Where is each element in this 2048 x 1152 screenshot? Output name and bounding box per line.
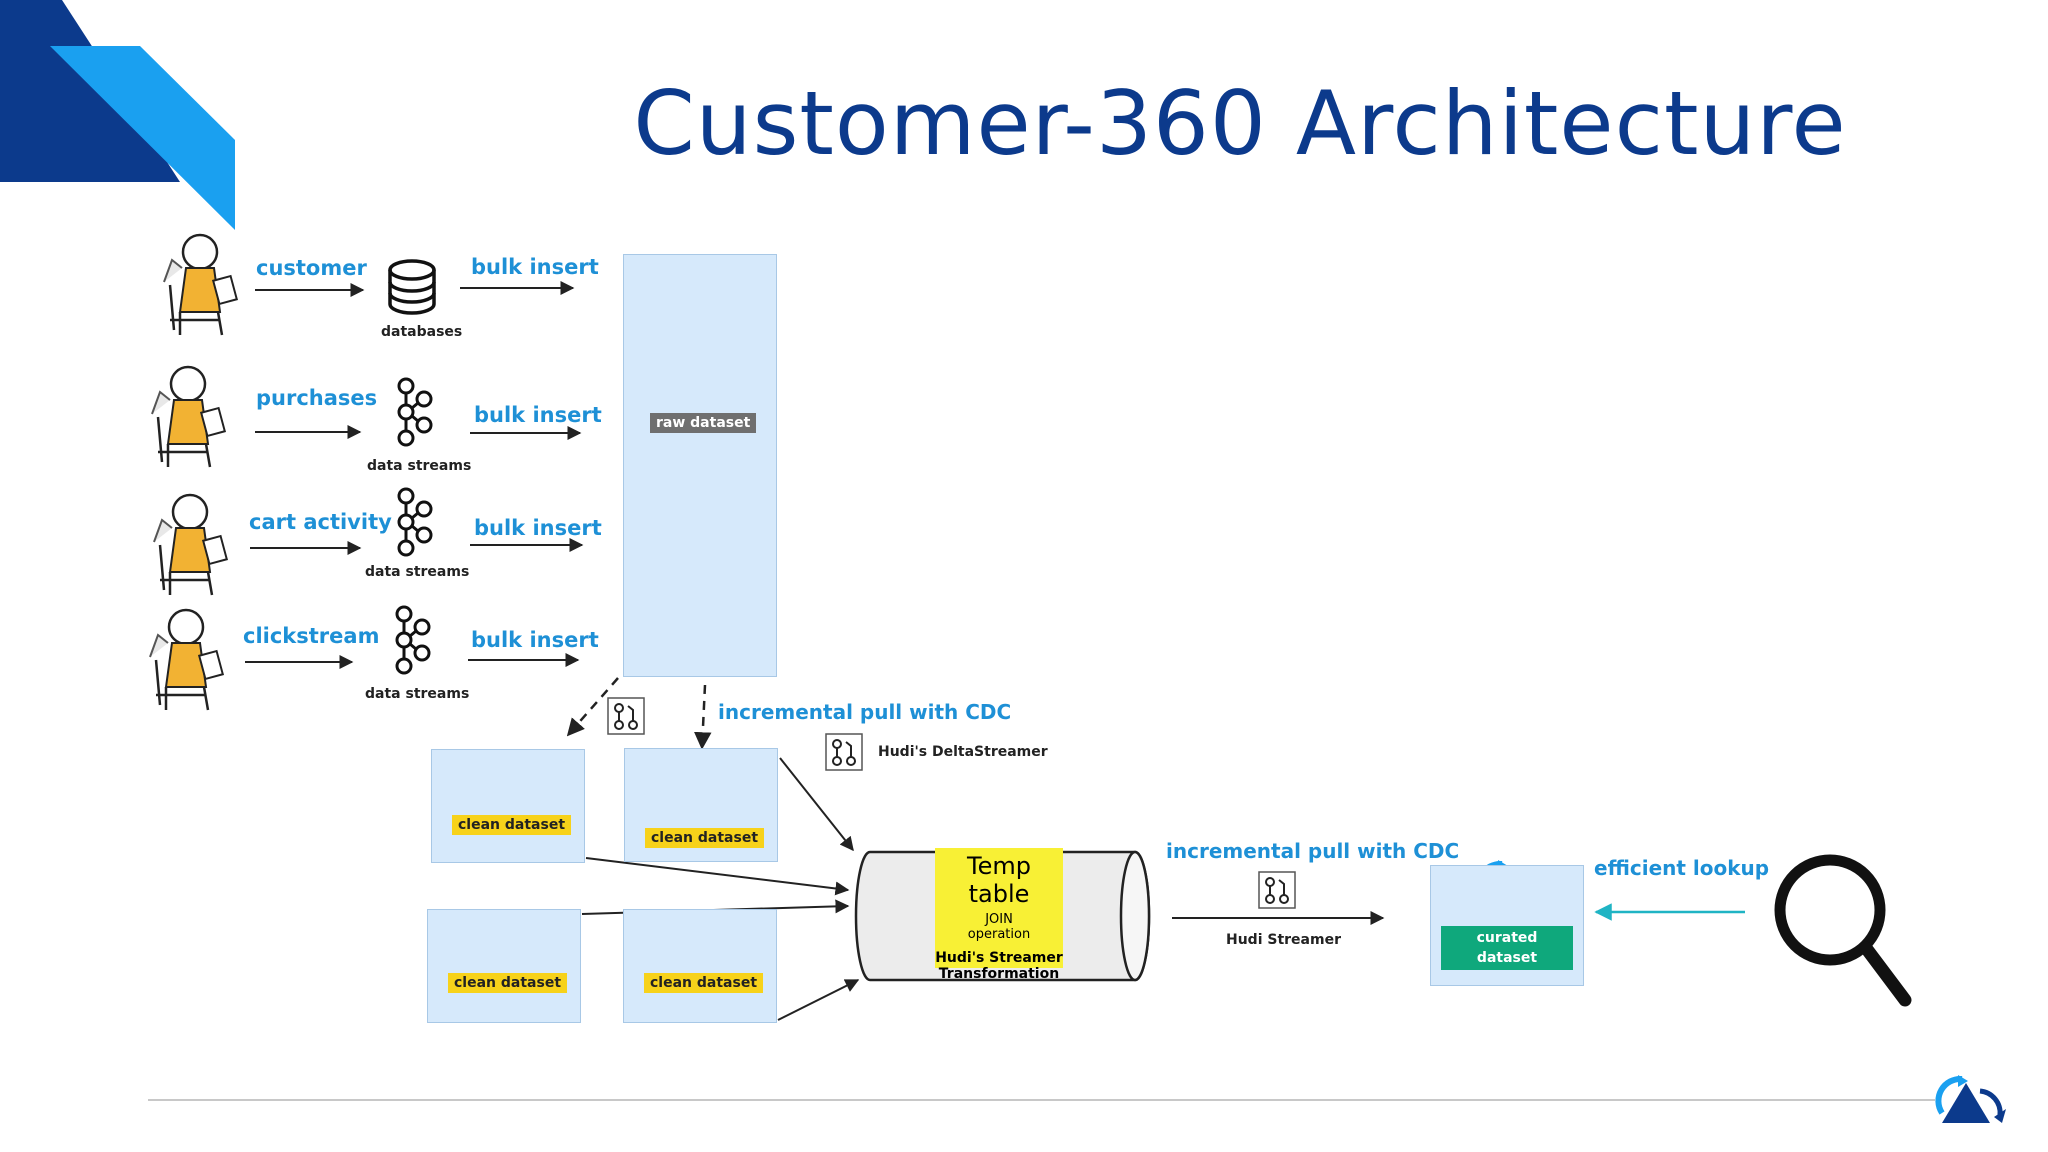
sink-label-data-streams: data streams: [367, 458, 472, 474]
clean-dataset-label: clean dataset: [448, 973, 568, 993]
user-icon: [152, 493, 229, 597]
efficient-lookup-label: efficient lookup: [1594, 856, 1770, 880]
page-title: Customer-360 Architecture: [633, 72, 1847, 175]
git-pull-icon: [607, 697, 645, 735]
git-pull-icon: [1258, 871, 1296, 909]
bulk-insert-label: bulk insert: [471, 628, 599, 652]
bulk-insert-label: bulk insert: [474, 403, 602, 427]
raw-dataset-label: raw dataset: [650, 413, 757, 433]
sink-label-databases: databases: [381, 324, 463, 340]
curated-dataset-box: curated dataset: [1430, 865, 1584, 986]
temp-table-title: Temp table: [967, 852, 1031, 908]
sink-label-data-streams: data streams: [365, 564, 470, 580]
user-icon: [162, 233, 239, 337]
magnifier-icon: [1774, 854, 1912, 1007]
temp-table-transform: Hudi's Streamer: [935, 950, 1063, 966]
hudi-footer-logo-icon: [1938, 1075, 2006, 1123]
bulk-insert-label: bulk insert: [471, 255, 599, 279]
hudi-streamer-label: Hudi Streamer: [1226, 932, 1341, 948]
source-label-clickstream: clickstream: [243, 624, 380, 648]
incremental-pull-label: incremental pull with CDC: [718, 700, 1012, 724]
temp-table-label: Temp table JOIN operation Hudi's Streame…: [935, 848, 1063, 982]
user-icon: [148, 608, 225, 712]
source-label-purchases: purchases: [256, 386, 378, 410]
kafka-icon: [397, 487, 433, 557]
temp-table-transform: Transformation: [938, 966, 1060, 982]
bulk-insert-label: bulk insert: [474, 516, 602, 540]
clean-dataset-box: clean dataset: [624, 748, 778, 862]
temp-table-op: operation: [967, 927, 1031, 942]
clean-dataset-box: clean dataset: [623, 909, 777, 1023]
sink-label-data-streams: data streams: [365, 686, 470, 702]
user-icon: [150, 365, 227, 469]
source-label-customer: customer: [256, 256, 367, 280]
clean-dataset-label: clean dataset: [452, 815, 572, 835]
clean-dataset-box: clean dataset: [427, 909, 581, 1023]
temp-table-op: JOIN: [985, 912, 1013, 927]
deltastreamer-label: Hudi's DeltaStreamer: [878, 744, 1048, 760]
incremental-pull-label: incremental pull with CDC: [1166, 839, 1460, 863]
clean-dataset-box: clean dataset: [431, 749, 585, 863]
curated-dataset-label: curated dataset: [1441, 926, 1573, 970]
raw-dataset-box: raw dataset: [623, 254, 777, 677]
clean-dataset-label: clean dataset: [644, 973, 764, 993]
database-icon: [388, 259, 436, 315]
git-pull-icon: [825, 733, 863, 771]
kafka-icon: [397, 377, 433, 447]
kafka-icon: [395, 605, 431, 675]
source-label-cart-activity: cart activity: [249, 510, 392, 534]
clean-dataset-label: clean dataset: [645, 828, 765, 848]
